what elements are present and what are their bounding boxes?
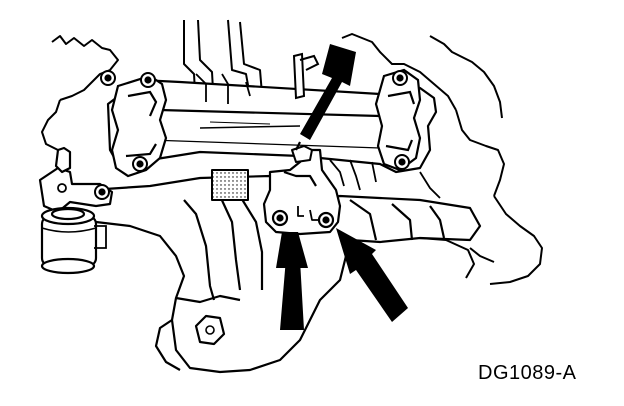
shift-rod — [292, 52, 320, 100]
callout-arrow-bottom-left — [276, 232, 308, 330]
column-tube — [106, 78, 438, 174]
callout-arrow-top — [300, 44, 356, 140]
lock-actuator-bracket — [262, 141, 342, 236]
shift-actuator — [40, 206, 107, 275]
shift-lever-link — [38, 146, 114, 214]
housing-ribs — [195, 73, 441, 199]
callout-arrow-bottom-right — [336, 228, 408, 322]
figure-id-label: DG1089-A — [478, 362, 577, 384]
lower-bracket — [58, 169, 482, 374]
left-bearing-clamp — [100, 70, 168, 178]
right-bearing-clamp — [374, 68, 422, 172]
